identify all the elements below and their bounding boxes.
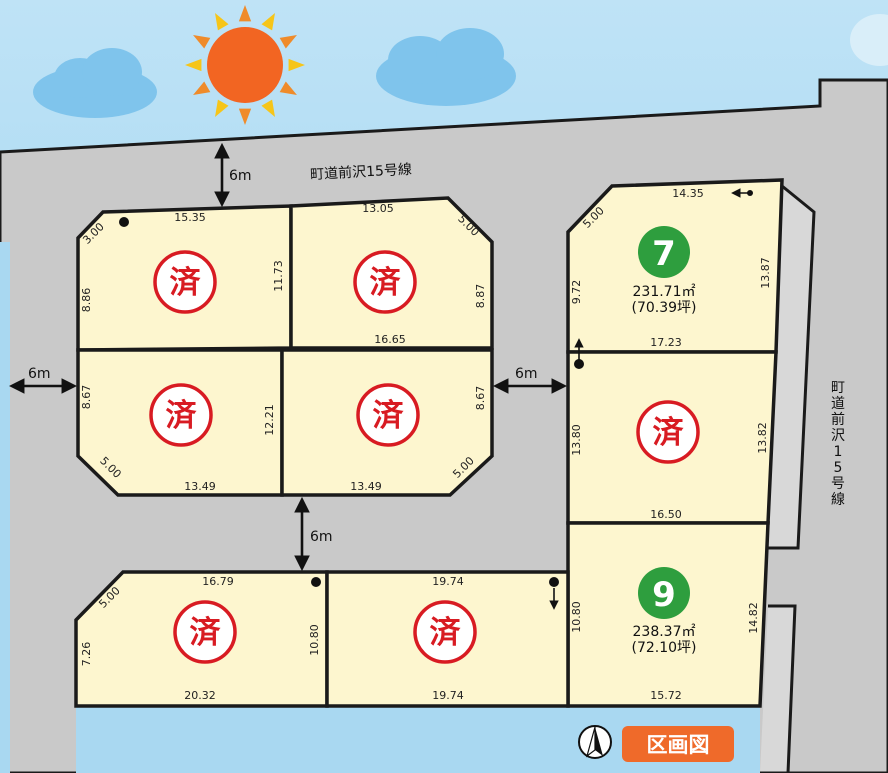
lot-number-circle: [638, 567, 690, 619]
sun-ray: [238, 5, 252, 22]
dimension-label: 14.82: [747, 602, 760, 634]
sold-stamp-circle: [149, 383, 213, 447]
sun-ray: [215, 13, 229, 31]
survey-dot: [119, 217, 129, 227]
section-map-label: 区画図: [647, 733, 710, 757]
sold-stamp-label: 済: [370, 265, 402, 301]
survey-dot: [311, 577, 321, 587]
sun-ray: [215, 99, 229, 117]
sold-stamp-label: 済: [190, 615, 222, 651]
lot-area: 231.71㎡: [633, 284, 696, 300]
dimension-label: 16.65: [374, 333, 406, 346]
road-name-right-char: 沢: [831, 428, 845, 444]
road-name-right-char: 道: [831, 396, 845, 412]
sun-ray: [261, 99, 275, 117]
dimension-label: 16.50: [650, 508, 682, 521]
dimension-label: 7.26: [80, 642, 93, 667]
sold-stamp-circle: [173, 600, 237, 664]
sold-stamp-label: 済: [170, 265, 202, 301]
cloud-right-icon: [376, 28, 516, 106]
sky-strip-left: [0, 242, 10, 773]
lot-area-tsubo: (72.10坪): [631, 640, 696, 656]
dimension-label: 15.35: [174, 211, 206, 224]
dimension-label: 8.67: [474, 386, 487, 411]
lot-area: 238.37㎡: [633, 624, 696, 640]
dimension-label: 17.23: [650, 336, 682, 349]
sun-ray: [185, 58, 202, 72]
dimension-label: 13.05: [362, 202, 394, 215]
dimension-label: 9.72: [570, 280, 583, 305]
road-name-top: 町道前沢15号線: [310, 161, 413, 183]
sold-stamp-circle: [356, 383, 420, 447]
lot-area-tsubo: (70.39坪): [631, 300, 696, 316]
sold-stamp-label: 済: [166, 398, 198, 434]
section-map-badge: [622, 726, 734, 762]
dimension-label: 13.80: [570, 424, 583, 456]
road-width-middle: 6m: [515, 366, 538, 382]
lot-number-circle: [638, 226, 690, 278]
sun-ray: [279, 35, 297, 49]
sun-ray: [193, 35, 211, 49]
survey-markers: [119, 188, 753, 610]
dimension-label: 11.73: [272, 260, 285, 292]
right-road-strip-lower: [760, 604, 797, 773]
dimension-label: 8.86: [80, 288, 93, 313]
lot-number: 9: [652, 575, 676, 615]
sun-icon: [185, 5, 305, 125]
road-name-right-char: 町: [831, 380, 845, 396]
road-name-right-char: 前: [831, 411, 845, 428]
dimension-label: 13.49: [184, 480, 216, 493]
road-name-right-char: 1: [834, 444, 843, 460]
dimension-label: 12.21: [263, 404, 276, 436]
dimension-label: 19.74: [432, 575, 464, 588]
lot-number: 7: [652, 234, 676, 274]
road-name-right-char: 5: [834, 460, 843, 476]
dimension-label: 16.79: [202, 575, 234, 588]
sun-ray: [288, 58, 305, 72]
survey-dot: [574, 359, 584, 369]
lot-9-info[interactable]: 9 238.37㎡ (72.10坪): [631, 567, 697, 656]
sold-stamp-label: 済: [373, 398, 405, 434]
dimension-labels: 15.353.008.8611.7313.055.008.8716.658.67…: [80, 187, 772, 702]
sold-stamp-circle: [153, 250, 217, 314]
sold-stamp-circle: [353, 250, 417, 314]
sold-stamp-label: 済: [653, 415, 685, 451]
sun-ray: [261, 13, 275, 31]
dimension-label: 10.80: [570, 601, 583, 633]
road-name-right: 町道前沢15号線: [831, 380, 845, 508]
cloud-far-right-icon: [850, 14, 888, 66]
sun-ray: [193, 81, 211, 95]
dimension-label: 13.87: [759, 257, 772, 289]
dimension-label: 19.74: [432, 689, 464, 702]
north-arrow-icon: [578, 725, 612, 759]
sun-ray: [279, 81, 297, 95]
dimension-label: 14.35: [672, 187, 704, 200]
sold-stamp-circle: [413, 600, 477, 664]
dimension-label: 13.49: [350, 480, 382, 493]
road-width-left: 6m: [28, 366, 51, 382]
road-width-center: 6m: [310, 529, 333, 545]
road-width-arrows: [8, 142, 568, 572]
sold-stamp-circle: [636, 400, 700, 464]
sold-stamp-label: 済: [430, 615, 462, 651]
cloud-left-icon: [33, 48, 157, 118]
dimension-label: 8.67: [80, 385, 93, 410]
road-width-top: 6m: [229, 168, 252, 184]
dimension-label: 10.80: [308, 624, 321, 656]
dimension-label: 8.87: [474, 284, 487, 309]
lot-7-info[interactable]: 7 231.71㎡ (70.39坪): [631, 226, 697, 316]
sold-marks: 済済済済済済済: [149, 250, 700, 664]
survey-dot: [549, 577, 559, 587]
dimension-label: 13.82: [756, 422, 769, 454]
road-name-right-char: 線: [831, 492, 845, 508]
road-name-right-char: 号: [831, 476, 845, 492]
dimension-label: 15.72: [650, 689, 682, 702]
dimension-label: 20.32: [184, 689, 216, 702]
sun-ray: [238, 108, 252, 125]
